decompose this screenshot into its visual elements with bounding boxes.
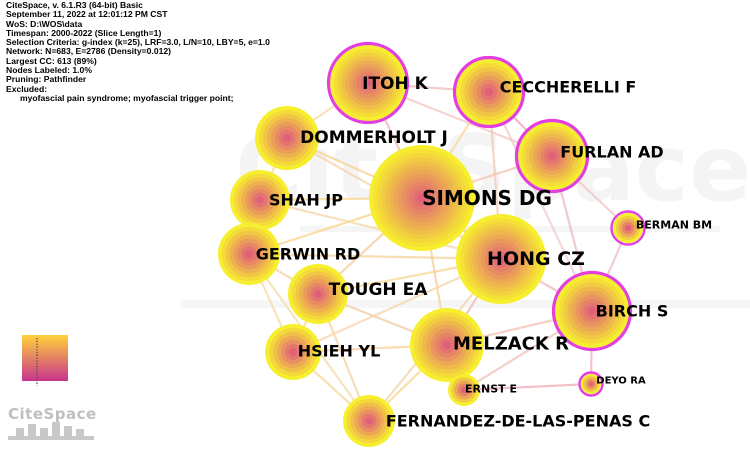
citespace-logo [8, 422, 94, 440]
node-ring [256, 196, 264, 204]
node-furlan[interactable] [514, 118, 590, 194]
color-legend [22, 335, 68, 386]
node-ring [625, 225, 631, 231]
node-melzack[interactable] [410, 308, 484, 382]
node-deyo[interactable] [578, 371, 604, 397]
info-line: CiteSpace, v. 6.1.R3 (64-bit) Basic [6, 0, 143, 10]
node-ring [587, 306, 597, 316]
node-ring [314, 290, 322, 298]
burst-ring [326, 41, 410, 125]
node-label: SHAH JP [269, 191, 343, 210]
node-ring [484, 87, 494, 97]
node-ring [442, 340, 452, 350]
burst-ring [578, 371, 604, 397]
node-ring [589, 382, 593, 386]
node-gerwin[interactable] [218, 223, 280, 285]
node-birch[interactable] [551, 270, 633, 352]
node-label: HONG CZ [487, 248, 585, 270]
node-ring [548, 152, 556, 160]
node-label: BIRCH S [596, 302, 669, 321]
node-ring [283, 134, 291, 142]
burst-ring [514, 118, 590, 194]
info-line: Pruning: Pathfinder [6, 74, 87, 85]
node-label: FURLAN AD [560, 143, 663, 162]
node-label: BERMAN BM [636, 219, 712, 232]
info-line: Network: N=683, E=2786 (Density=0.012) [6, 46, 172, 57]
network-nodes: SIMONS DG ITOH K CECCHERELLI F DOMMERHOLT J… [218, 41, 712, 447]
node-dommerholt[interactable] [255, 106, 319, 170]
burst-ring [551, 270, 633, 352]
node-label: FERNANDEZ-DE-LAS-PENAS C [386, 412, 650, 431]
info-line: Largest CC: 613 (89%) [6, 55, 97, 66]
network-edge [488, 91, 593, 312]
info-line: Nodes Labeled: 1.0% [6, 65, 92, 76]
node-hsieh[interactable] [265, 324, 321, 380]
excluded-terms: myofascial pain syndrome; myofascial tri… [20, 92, 234, 103]
node-ring [364, 79, 372, 87]
node-label: SIMONS DG [422, 186, 552, 210]
info-line: Excluded: [6, 83, 48, 94]
node-label: GERWIN RD [256, 245, 361, 264]
node-ring [245, 250, 253, 258]
node-label: ERNST E [465, 383, 517, 396]
info-line: WoS: D:\WOS\data [6, 18, 83, 29]
node-itoh[interactable] [326, 41, 410, 125]
node-ernst[interactable] [448, 374, 480, 406]
node-ring [289, 348, 297, 356]
node-berman[interactable] [610, 210, 646, 246]
node-label: DOMMERHOLT J [300, 128, 448, 148]
node-shah[interactable] [230, 170, 290, 230]
node-label: TOUGH EA [329, 280, 429, 300]
burst-ring [452, 55, 526, 129]
node-label: HSIEH YL [298, 342, 381, 361]
node-label: DEYO RA [596, 376, 646, 387]
info-line: Selection Criteria: g-index (k=25), LRF=… [6, 37, 270, 48]
network-edge [463, 382, 592, 392]
node-ring [417, 193, 427, 203]
node-simons[interactable] [369, 145, 475, 251]
node-label: ITOH K [362, 74, 429, 94]
node-ceccherelli[interactable] [452, 55, 526, 129]
node-fernandez[interactable] [343, 395, 395, 447]
info-line: Timespan: 2000-2022 (Slice Length=1) [6, 27, 162, 38]
node-label: CECCHERELLI F [500, 78, 637, 97]
info-line: September 11, 2022 at 12:01:12 PM CST [6, 9, 168, 20]
citespace-brand: CiteSpace [8, 405, 97, 423]
node-tough[interactable] [288, 264, 348, 324]
burst-ring [610, 210, 646, 246]
node-label: MELZACK R [453, 334, 569, 355]
node-ring [365, 417, 373, 425]
node-ring [496, 254, 506, 264]
node-hong[interactable] [456, 214, 546, 304]
node-ring [460, 386, 468, 394]
